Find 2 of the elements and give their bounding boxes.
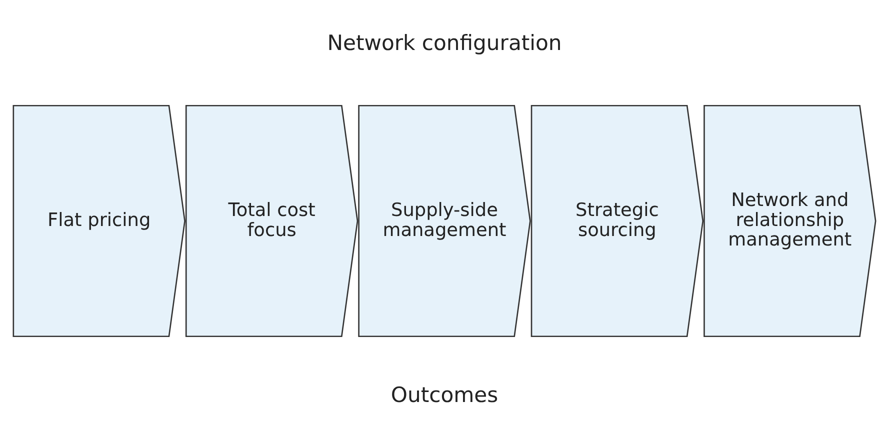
label: Outcomes bbox=[390, 382, 498, 408]
label: Network configuration bbox=[327, 30, 562, 56]
